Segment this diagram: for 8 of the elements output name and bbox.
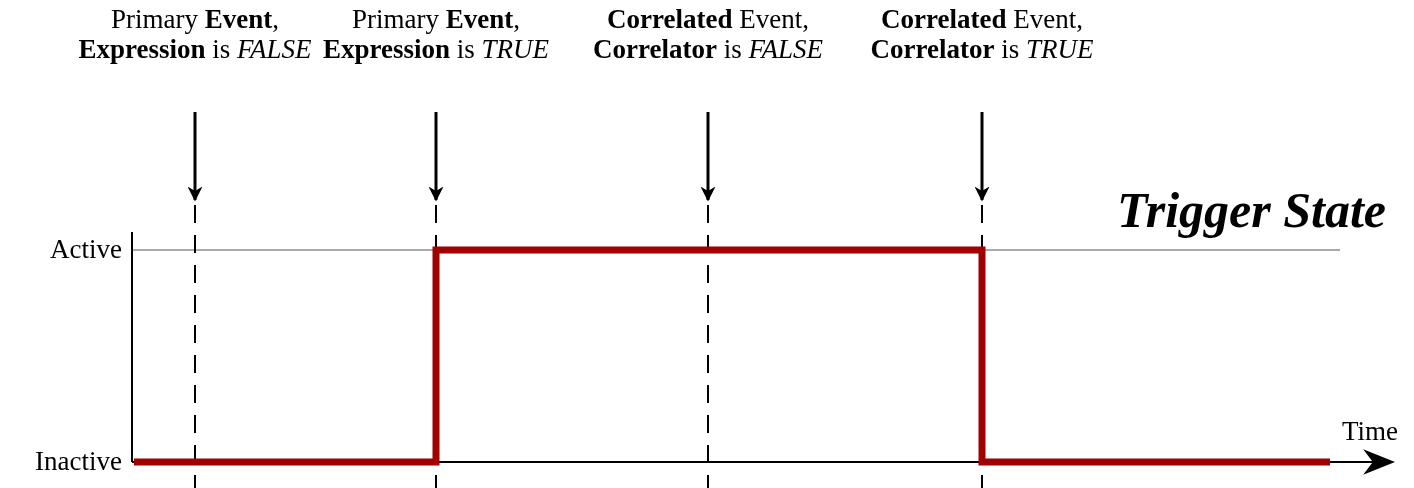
event-label: Primary Event, Expression is TRUE bbox=[321, 4, 551, 64]
state-label: Active bbox=[50, 234, 122, 264]
state-label: Inactive bbox=[35, 446, 122, 476]
event-label: Correlated Event, Correlator is FALSE bbox=[592, 4, 824, 64]
event-label: Primary Event, Expression is FALSE bbox=[77, 4, 313, 64]
chart-title: Trigger State bbox=[1117, 181, 1386, 240]
event-label: Correlated Event, Correlator is TRUE bbox=[869, 4, 1095, 64]
axis-label: Time bbox=[1341, 416, 1398, 446]
